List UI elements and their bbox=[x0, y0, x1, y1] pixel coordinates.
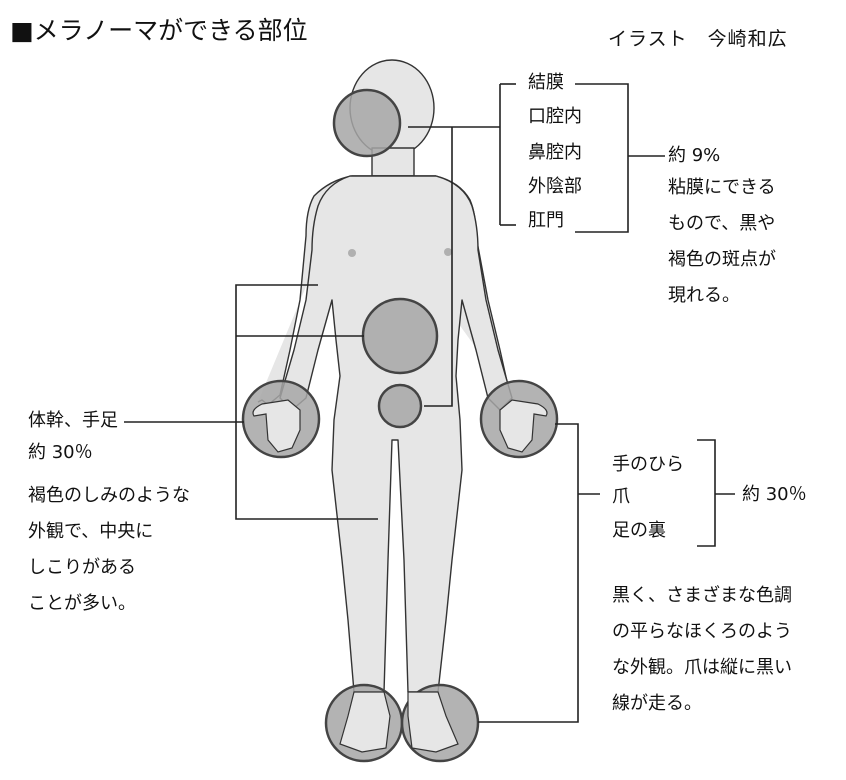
trunk-description-line: しこりがある bbox=[28, 557, 136, 578]
right-hand bbox=[499, 399, 548, 453]
mucosa-site-vulva: 外陰部 bbox=[528, 176, 582, 197]
extremity-site-nail: 爪 bbox=[612, 486, 630, 507]
abdomen-circle bbox=[361, 297, 439, 375]
right-foot bbox=[407, 691, 459, 753]
left-hand bbox=[252, 399, 301, 453]
diagram-title: ■メラノーマができる部位 bbox=[10, 16, 308, 45]
mucosa-bracket-right bbox=[575, 83, 629, 233]
left-foot bbox=[339, 691, 391, 753]
mucosa-description-line: 褐色の斑点が bbox=[668, 249, 776, 270]
mucosa-description: 粘膜にできる もので、黒や 褐色の斑点が 現れる。 bbox=[668, 170, 776, 314]
mucosa-line-groin bbox=[424, 127, 453, 407]
trunk-description-line: 外観で、中央に bbox=[28, 521, 154, 542]
trunk-description-line: 褐色のしみのような bbox=[28, 485, 190, 506]
extremity-bracket bbox=[697, 439, 716, 547]
extremity-rate: 約 30％ bbox=[742, 484, 807, 505]
connector-lines bbox=[124, 83, 735, 723]
hand-foot-details bbox=[252, 399, 548, 753]
trunk-rate: 約 30％ bbox=[28, 442, 93, 463]
extremity-description: 黒く、さまざまな色調 の平らなほくろのよう な外観。爪は縦に黒い 線が走る。 bbox=[612, 578, 792, 722]
illustration-credit: イラスト 今崎和広 bbox=[608, 28, 788, 50]
mucosa-description-line: 粘膜にできる bbox=[668, 177, 776, 198]
extremity-description-line: 線が走る。 bbox=[612, 693, 702, 714]
trunk-bracket bbox=[235, 284, 378, 520]
trunk-label: 体幹、手足 bbox=[28, 410, 118, 431]
mucosa-description-line: もので、黒や bbox=[668, 213, 776, 234]
left-nipple bbox=[348, 249, 356, 257]
mucosa-site-nasal: 鼻腔内 bbox=[528, 142, 582, 163]
right-nipple bbox=[444, 248, 452, 256]
extremity-description-line: の平らなほくろのよう bbox=[612, 621, 792, 642]
trunk-description: 褐色のしみのような 外観で、中央に しこりがある ことが多い。 bbox=[28, 478, 190, 622]
mucosa-site-anus: 肛門 bbox=[528, 210, 564, 231]
extremity-description-line: 黒く、さまざまな色調 bbox=[612, 585, 792, 606]
body-silhouette bbox=[257, 59, 513, 693]
mucosa-rate: 約 9% bbox=[668, 145, 721, 166]
mucosa-site-conjunctiva: 結膜 bbox=[528, 72, 564, 93]
groin-circle bbox=[377, 383, 423, 429]
trunk-description-line: ことが多い。 bbox=[28, 593, 136, 614]
face-circle bbox=[332, 88, 402, 158]
extremity-description-line: な外観。爪は縦に黒い bbox=[612, 657, 792, 678]
mucosa-site-oral: 口腔内 bbox=[528, 106, 582, 127]
torso-body bbox=[279, 175, 513, 693]
extremity-site-sole: 足の裏 bbox=[612, 520, 666, 541]
extremity-site-palm: 手のひら bbox=[612, 454, 684, 475]
extremity-line bbox=[478, 423, 579, 723]
mucosa-description-line: 現れる。 bbox=[668, 285, 740, 306]
